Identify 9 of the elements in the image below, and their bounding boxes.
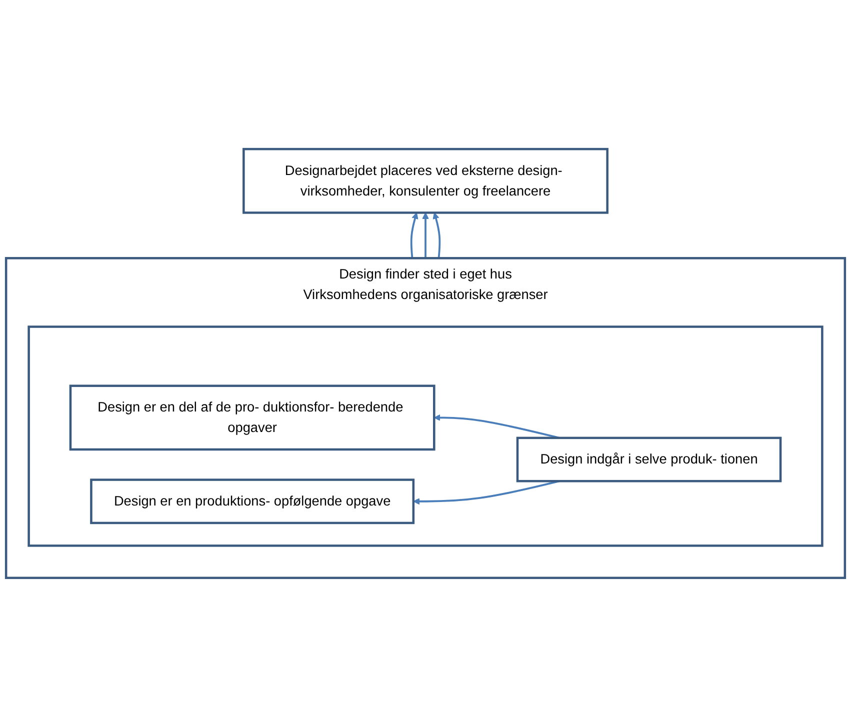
cluster [28, 325, 824, 546]
node-box: Designarbejdet placeres ved eksterne design- virksomheder, konsulenter og freelancere [242, 147, 608, 214]
arrow [422, 212, 429, 258]
arrow [432, 212, 441, 258]
arrow [413, 480, 560, 504]
node-box: Design er en del af de pro- duktionsfor- beredende opgaver [69, 384, 436, 450]
node-box: Design indgår i selve produk- tionen [516, 436, 782, 482]
node-box: Design er en produktions- opfølgende opgave [90, 478, 415, 524]
arrow [410, 212, 418, 258]
